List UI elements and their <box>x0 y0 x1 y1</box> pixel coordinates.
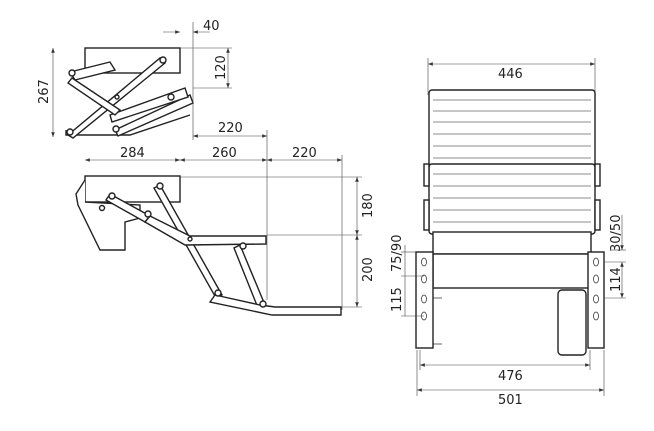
dim-120: 120 <box>214 55 229 80</box>
dim-501: 501 <box>498 393 523 408</box>
dim-267: 267 <box>37 79 52 104</box>
dim-30-50: 30/50 <box>609 215 624 252</box>
dim-114: 114 <box>609 267 624 292</box>
dim-260: 260 <box>212 146 237 161</box>
front-view: 446 115 75/90 <box>390 58 626 408</box>
dim-284: 284 <box>120 146 145 161</box>
dim-446: 446 <box>498 67 523 82</box>
extended-step-view: 284 260 220 180 200 <box>75 146 376 316</box>
dim-40: 40 <box>203 19 220 34</box>
dim-220-extended: 220 <box>292 146 317 161</box>
folded-step-view: 267 40 120 220 <box>37 19 268 300</box>
dim-476: 476 <box>498 369 523 384</box>
dim-75-90: 75/90 <box>390 235 405 272</box>
dim-220-folded: 220 <box>218 121 243 136</box>
dim-115: 115 <box>390 287 405 312</box>
dim-200: 200 <box>361 257 376 282</box>
dim-180: 180 <box>361 193 376 218</box>
